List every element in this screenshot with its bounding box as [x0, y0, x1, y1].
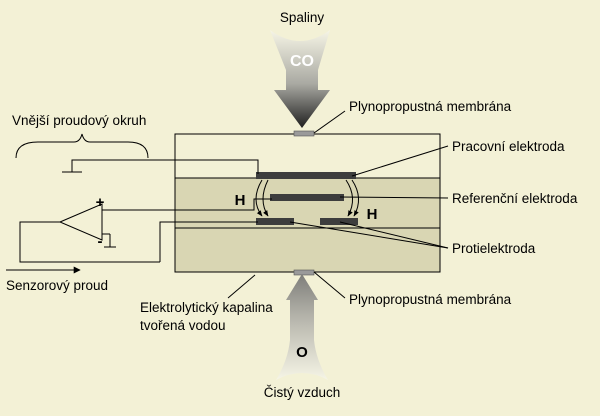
counter-electrode-left	[256, 218, 294, 225]
external-circuit-label: Vnější proudový okruh	[12, 113, 146, 128]
h-ion-label-left: H	[235, 192, 246, 209]
amplifier-icon	[58, 203, 103, 241]
membrane-bottom	[293, 269, 315, 276]
reference-electrode-label: Referenční elektroda	[452, 191, 578, 206]
exhaust-arrow-icon	[270, 30, 330, 128]
ground-icon	[102, 233, 116, 248]
exhaust-label: Spaliny	[280, 10, 325, 25]
amp-minus-label: -	[98, 233, 103, 250]
leader-lines	[227, 110, 449, 299]
o-label: O	[296, 344, 308, 361]
external-circuit-brace	[15, 133, 149, 159]
clean-air-arrow-icon	[276, 274, 328, 380]
electrolyte-label-line1: Elektrolytický kapalina	[140, 300, 273, 315]
sensor-current-label: Senzorový proud	[6, 278, 108, 293]
working-electrode	[256, 172, 356, 179]
external-circuit-wires	[19, 159, 272, 263]
sensor-electrolyte-upper	[174, 177, 441, 229]
h-ion-arrows-right	[345, 179, 359, 217]
amp-plus-label: +	[96, 194, 105, 211]
reference-electrode	[270, 194, 344, 201]
co-label: CO	[290, 53, 314, 70]
counter-electrode-label: Protielektroda	[452, 241, 536, 256]
h-ion-label-right: H	[367, 206, 378, 223]
sensor-top-chamber	[174, 133, 441, 179]
electrolyte-label-line2: tvořená vodou	[140, 318, 226, 333]
sensor-electrolyte-lower	[174, 227, 441, 273]
membrane-top	[293, 130, 315, 137]
counter-electrode-right	[320, 218, 358, 225]
membrane-bottom-label: Plynopropustná membrána	[349, 292, 512, 307]
membrane-top-label: Plynopropustná membrána	[349, 99, 512, 114]
clean-air-label: Čistý vzduch	[264, 385, 341, 400]
working-electrode-label: Pracovní elektroda	[452, 139, 565, 154]
